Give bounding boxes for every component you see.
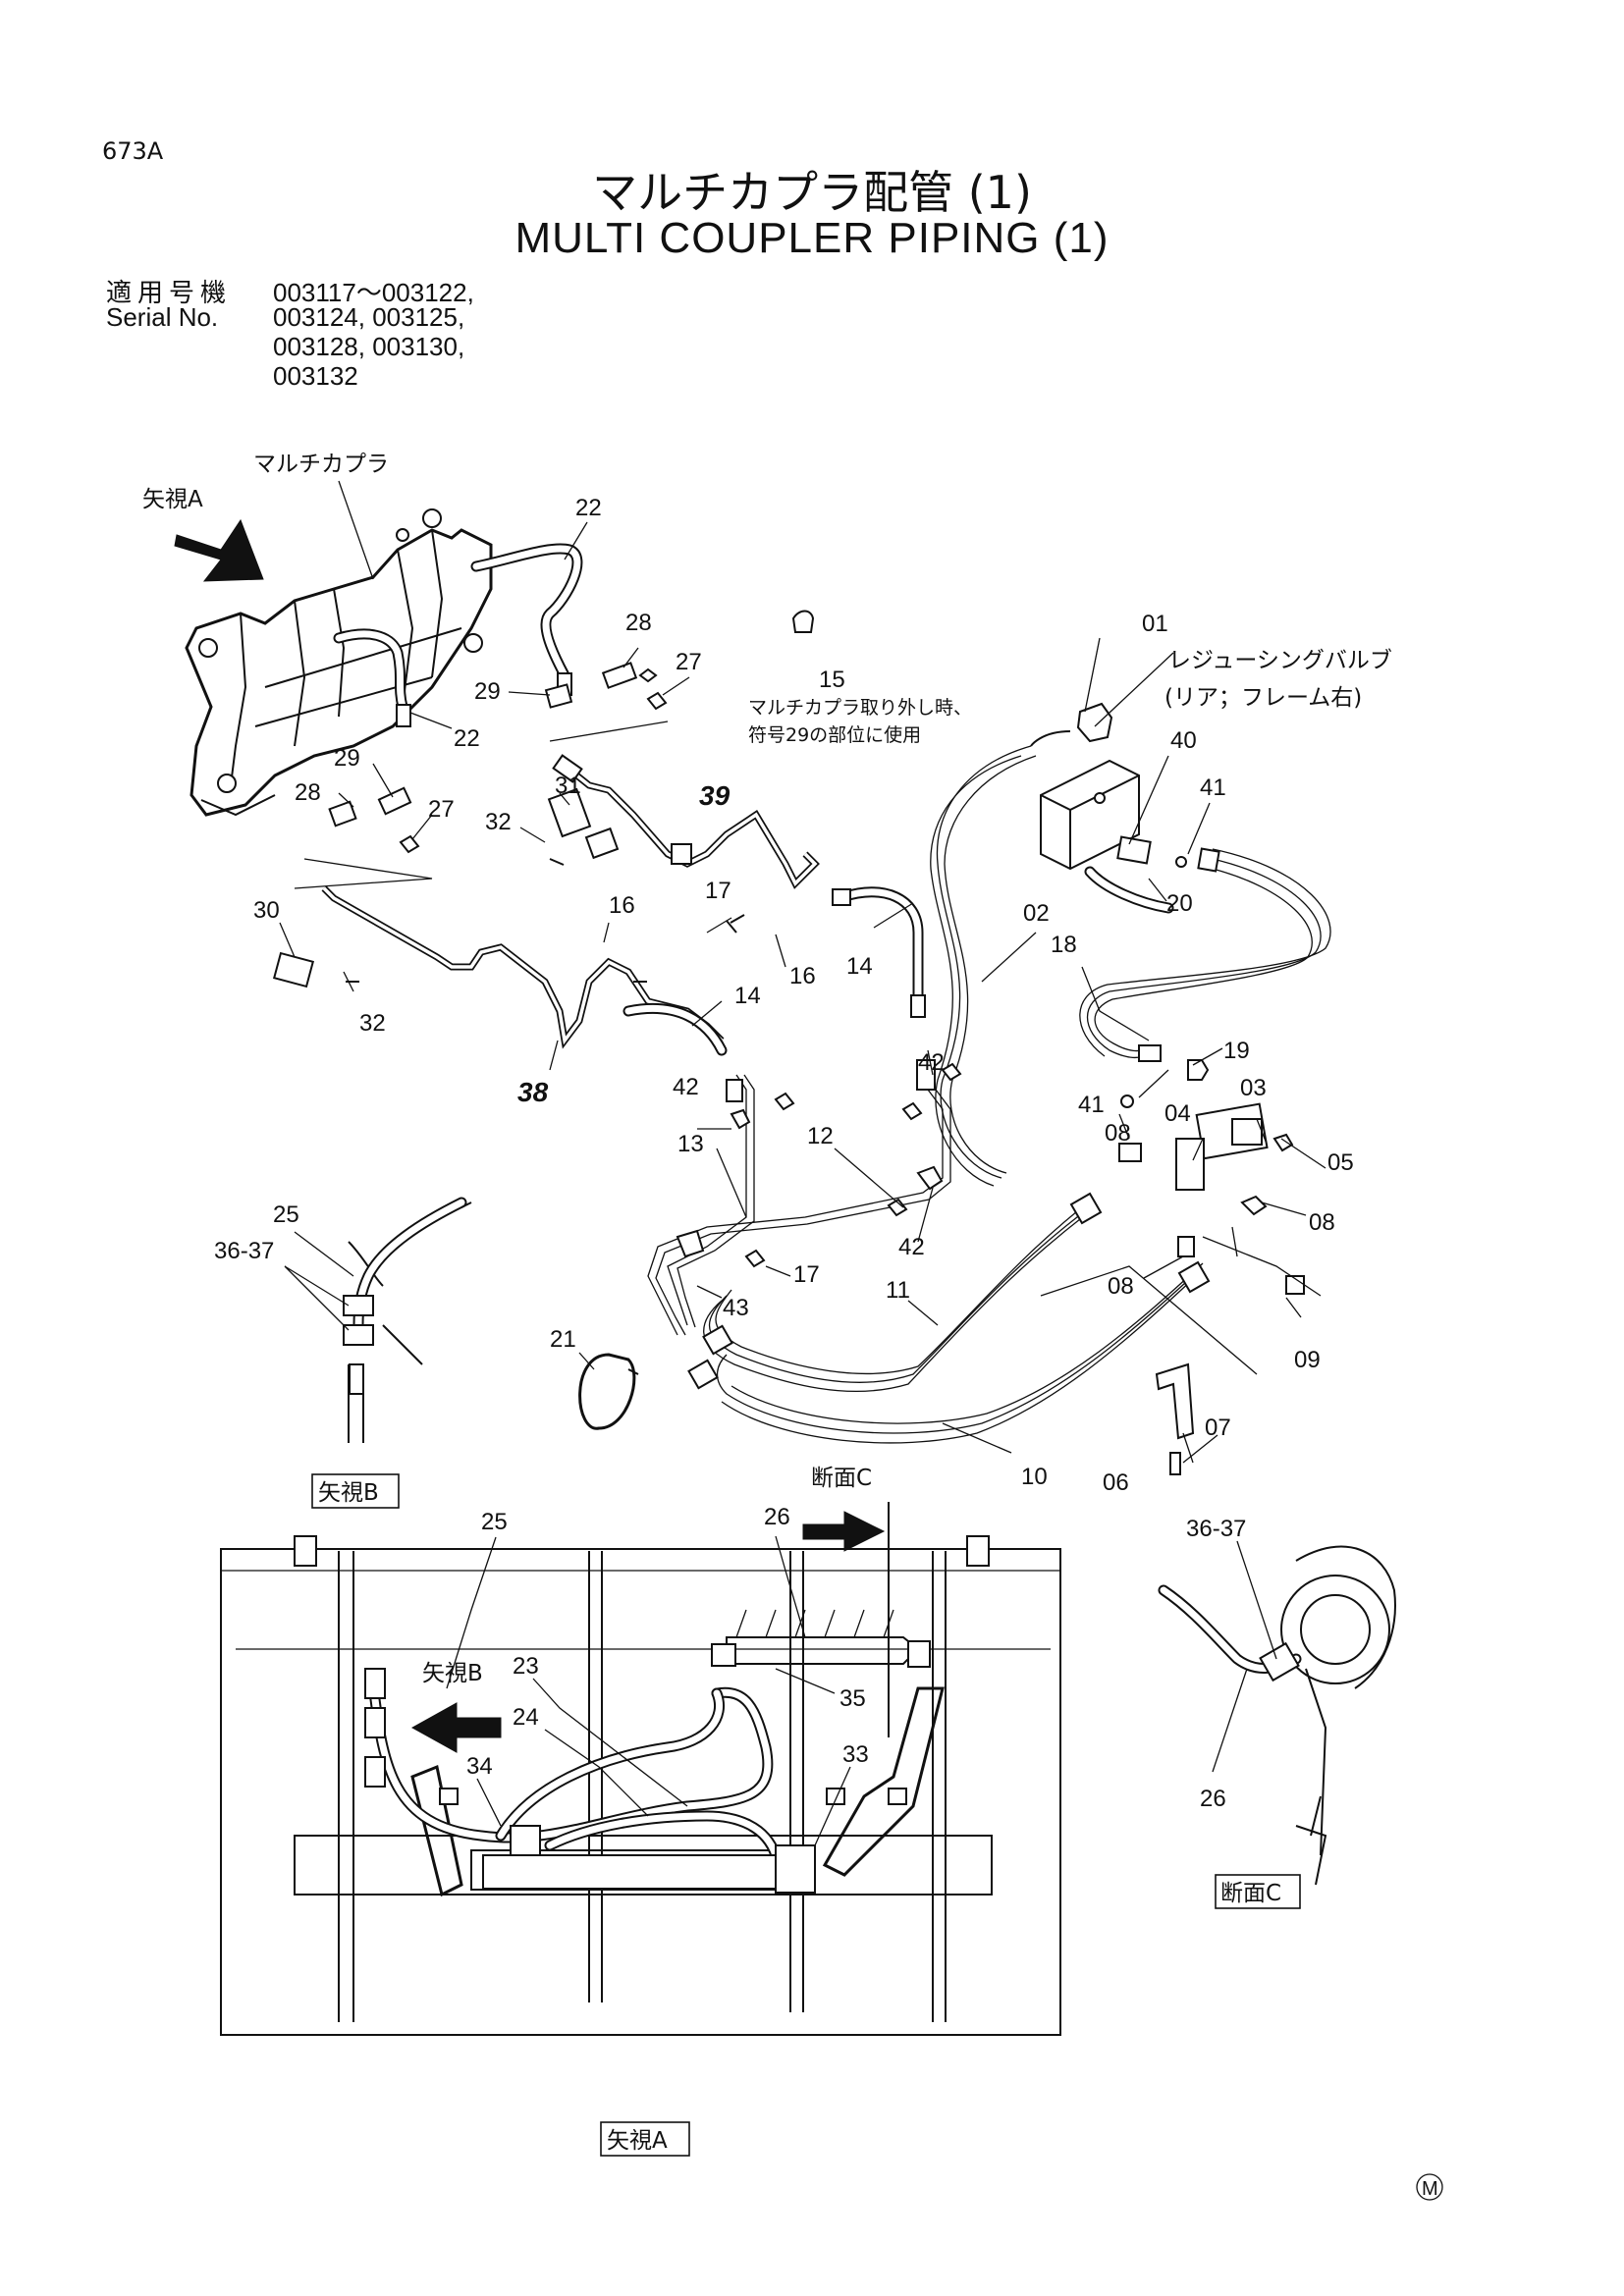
serial-number-line: 003117～003122,	[273, 278, 474, 307]
part-label-30: 30	[253, 897, 280, 924]
part-label-02: 02	[1023, 900, 1050, 927]
part-label-07: 07	[1205, 1415, 1231, 1441]
view-b-inset	[343, 1197, 472, 1443]
annotation-section-c-arrow: 断面C	[811, 1466, 872, 1491]
part-label-35: 35	[839, 1685, 866, 1712]
part-label-20: 20	[1166, 890, 1193, 917]
bracket-04	[1175, 1138, 1205, 1191]
hose-02	[1030, 730, 1071, 747]
part-label-08: 08	[1108, 1273, 1134, 1300]
fitting-group-upper	[544, 610, 815, 711]
part-label-24: 24	[513, 1704, 539, 1731]
part-label-25: 25	[481, 1509, 508, 1535]
annotation-note-line-2: 符号29の部位に使用	[748, 724, 921, 746]
part-label-32: 32	[485, 809, 512, 835]
resizing-valve	[1040, 702, 1140, 871]
part-label-42: 42	[673, 1074, 699, 1100]
leader-lines	[279, 480, 1326, 1846]
part-label-08: 08	[1105, 1120, 1131, 1147]
part-label-09: 09	[1294, 1347, 1321, 1373]
annotation-multi-coupler: マルチカプラ	[253, 452, 389, 477]
serial-label-japanese: 適用号機	[106, 278, 233, 307]
part-label-36-37: 36-37	[214, 1238, 274, 1264]
part-label-36-37: 36-37	[1186, 1516, 1246, 1542]
part-label-33: 33	[842, 1741, 869, 1768]
serial-number-line: 003128, 003130,	[273, 332, 465, 361]
part-label-18: 18	[1051, 932, 1077, 958]
part-label-08: 08	[1309, 1209, 1335, 1236]
part-label-17: 17	[793, 1261, 820, 1288]
fitting-group-lower	[328, 786, 420, 854]
part-label-34: 34	[466, 1753, 493, 1780]
part-label-14: 14	[734, 983, 761, 1009]
part-label-41: 41	[1200, 774, 1226, 801]
bracket-06	[1155, 1362, 1195, 1440]
part-label-26: 26	[764, 1504, 790, 1530]
part-label-28: 28	[295, 779, 321, 806]
page-title-english: MULTI COUPLER PIPING (1)	[514, 214, 1110, 262]
part-label-27: 27	[676, 649, 702, 675]
part-label-12: 12	[807, 1123, 834, 1149]
part-label-38: 38	[517, 1077, 549, 1107]
part-label-25: 25	[273, 1201, 299, 1228]
part-label-23: 23	[513, 1653, 539, 1680]
part-label-43: 43	[723, 1295, 749, 1321]
annotation-view-a-arrow: 矢視A	[142, 487, 203, 512]
annotation-note-line-1: マルチカプラ取り外し時、	[748, 697, 972, 719]
part-label-27: 27	[428, 796, 455, 823]
label-view-b-box: 矢視B	[318, 1480, 379, 1506]
part-number-labels: 22 22 28 27 29 15 29 28 27 31 32 39 01 4…	[214, 495, 1354, 1812]
part-label-22: 22	[454, 725, 480, 752]
section-c-inset	[1158, 1545, 1396, 1886]
annotation-resizing-valve: レジューシングバルブ	[1168, 648, 1392, 673]
part-label-40: 40	[1170, 727, 1197, 754]
page-title-japanese: マルチカプラ配管 (1)	[592, 166, 1032, 219]
m-mark-letter: M	[1422, 2178, 1438, 2200]
part-label-42: 42	[898, 1234, 925, 1260]
clamp-31	[547, 787, 592, 838]
part-label-42: 42	[918, 1049, 945, 1076]
page-code: 673A	[102, 137, 164, 165]
part-label-41: 41	[1078, 1092, 1105, 1118]
part-label-21: 21	[550, 1326, 576, 1353]
annotation-resizing-valve-location: (リア；フレーム右)	[1164, 685, 1362, 711]
part-label-03: 03	[1240, 1075, 1267, 1101]
multi-coupler-drawing	[174, 508, 493, 817]
part-label-16: 16	[609, 892, 635, 919]
serial-number-line: 003124, 003125,	[273, 302, 465, 332]
part-label-04: 04	[1164, 1100, 1191, 1127]
part-label-19: 19	[1223, 1038, 1250, 1064]
pipe-39	[562, 763, 820, 889]
part-label-17: 17	[705, 878, 731, 904]
part-label-06: 06	[1103, 1469, 1129, 1496]
clamp-30	[272, 951, 315, 988]
hose-22-upper	[470, 543, 583, 681]
label-section-c-box: 断面C	[1220, 1881, 1281, 1906]
part-label-05: 05	[1327, 1149, 1354, 1176]
part-label-13: 13	[677, 1131, 704, 1157]
part-label-29: 29	[474, 678, 501, 705]
part-label-32: 32	[359, 1010, 386, 1037]
part-label-14: 14	[846, 953, 873, 980]
part-label-01: 01	[1142, 611, 1168, 637]
part-label-31: 31	[555, 773, 581, 799]
part-label-28: 28	[625, 610, 652, 636]
serial-number-line: 003132	[273, 361, 358, 391]
part-label-29: 29	[334, 745, 360, 772]
serial-label-english: Serial No.	[106, 302, 219, 332]
annotations: マルチカプラ 矢視A レジューシングバルブ (リア；フレーム右) マルチカプラ取…	[142, 452, 1443, 2201]
m-mark-icon	[1416, 2173, 1443, 2201]
part-label-11: 11	[886, 1277, 910, 1304]
annotation-view-b-arrow: 矢視B	[422, 1661, 483, 1686]
part-label-15: 15	[819, 667, 845, 693]
part-label-22: 22	[575, 495, 602, 521]
part-label-39: 39	[699, 780, 731, 811]
label-view-a-box: 矢視A	[607, 2128, 668, 2154]
part-label-10: 10	[1021, 1464, 1048, 1490]
view-a-bucket-drawing	[220, 1502, 1061, 2036]
part-label-16: 16	[789, 963, 816, 989]
clamp-21	[578, 1353, 636, 1430]
part-label-26: 26	[1200, 1786, 1226, 1812]
